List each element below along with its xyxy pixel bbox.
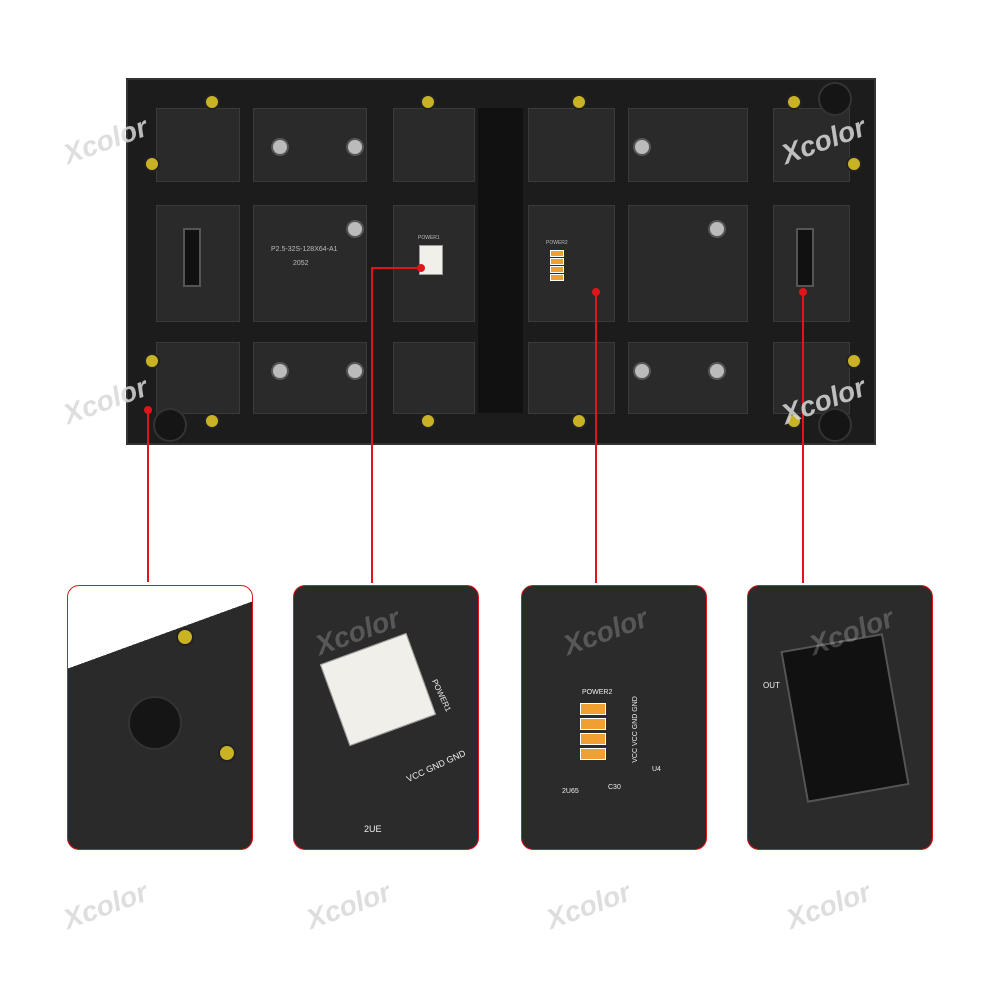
capacitor bbox=[346, 138, 364, 156]
pcb-cell bbox=[156, 342, 240, 414]
callout-line bbox=[802, 292, 804, 583]
led-module-panel: P2.5-32S-128X64-A1 2052 POWER1 POWER2 bbox=[126, 78, 876, 445]
mounting-boss bbox=[818, 408, 852, 442]
screw bbox=[176, 628, 194, 646]
pcb-cell bbox=[393, 108, 475, 182]
cap-label: C30 bbox=[608, 784, 621, 791]
hub75-header bbox=[780, 633, 910, 803]
pin-labels: VCC VCC GND GND bbox=[631, 696, 639, 763]
screw bbox=[786, 94, 802, 110]
inset-hub75-connector: OUT Xcolor bbox=[747, 585, 933, 850]
board-model-label: P2.5-32S-128X64-A1 bbox=[271, 246, 338, 253]
callout-dot bbox=[417, 264, 425, 272]
watermark: Xcolor bbox=[302, 876, 395, 935]
capacitor bbox=[271, 362, 289, 380]
screw bbox=[786, 413, 802, 429]
screw bbox=[420, 413, 436, 429]
watermark: Xcolor bbox=[542, 876, 635, 935]
screw bbox=[144, 156, 160, 172]
power-pad bbox=[580, 748, 606, 760]
watermark: Xcolor bbox=[59, 876, 152, 935]
power-pad bbox=[550, 274, 564, 281]
mounting-boss bbox=[818, 82, 852, 116]
capacitor bbox=[708, 362, 726, 380]
mounting-boss bbox=[128, 696, 182, 750]
inset-mounting-corner: Xcolor bbox=[67, 585, 253, 850]
u-label: U4 bbox=[652, 766, 661, 773]
screw bbox=[204, 413, 220, 429]
callout-line bbox=[595, 292, 597, 583]
power1-label: POWER1 bbox=[418, 235, 440, 241]
power-pad bbox=[580, 733, 606, 745]
screw bbox=[571, 413, 587, 429]
capacitor bbox=[271, 138, 289, 156]
pcb-cell bbox=[528, 205, 615, 322]
callout-line bbox=[371, 267, 373, 583]
callout-line bbox=[371, 267, 421, 269]
callout-dot bbox=[144, 406, 152, 414]
pcb-cell bbox=[393, 342, 475, 414]
pcb-cell bbox=[773, 342, 850, 414]
screw bbox=[204, 94, 220, 110]
screw bbox=[571, 94, 587, 110]
pcb-cell bbox=[773, 108, 850, 182]
power-pad bbox=[580, 718, 606, 730]
callout-line bbox=[147, 410, 149, 582]
pcb-cell bbox=[156, 108, 240, 182]
capacitor bbox=[708, 220, 726, 238]
pcb-cell bbox=[528, 342, 615, 414]
hub75-input-header bbox=[183, 228, 201, 287]
out-label: OUT bbox=[763, 681, 780, 690]
power-pad bbox=[550, 250, 564, 257]
screw bbox=[144, 353, 160, 369]
center-rib bbox=[478, 108, 523, 413]
watermark: Xcolor bbox=[782, 876, 875, 935]
capacitor bbox=[346, 220, 364, 238]
pcb-cell bbox=[628, 205, 748, 322]
mounting-boss bbox=[153, 408, 187, 442]
pcb-cell bbox=[253, 342, 367, 414]
power2-label: POWER2 bbox=[582, 689, 613, 696]
pcb-cell bbox=[528, 108, 615, 182]
power-pad bbox=[550, 266, 564, 273]
watermark: Xcolor bbox=[75, 602, 168, 661]
board-date-label: 2052 bbox=[293, 260, 309, 267]
ic-label: 2U65 bbox=[562, 788, 579, 795]
capacitor bbox=[633, 138, 651, 156]
screw bbox=[420, 94, 436, 110]
screw bbox=[846, 156, 862, 172]
capacitor bbox=[346, 362, 364, 380]
ref-label: 2UE bbox=[364, 824, 382, 834]
screw bbox=[846, 353, 862, 369]
callout-dot bbox=[799, 288, 807, 296]
watermark: Xcolor bbox=[559, 602, 652, 661]
power-pad bbox=[580, 703, 606, 715]
inset-power-connector: VCC GND GND POWER1 2UE Xcolor bbox=[293, 585, 479, 850]
hub75-output-header bbox=[796, 228, 814, 287]
inset-power-pads: POWER2 VCC VCC GND GND 2U65 C30 U4 Xcolo… bbox=[521, 585, 707, 850]
power-pad bbox=[550, 258, 564, 265]
callout-dot bbox=[592, 288, 600, 296]
capacitor bbox=[633, 362, 651, 380]
pcb-cell bbox=[628, 342, 748, 414]
power2-label: POWER2 bbox=[546, 240, 568, 246]
screw bbox=[218, 744, 236, 762]
pin-labels: VCC GND GND bbox=[404, 747, 468, 785]
